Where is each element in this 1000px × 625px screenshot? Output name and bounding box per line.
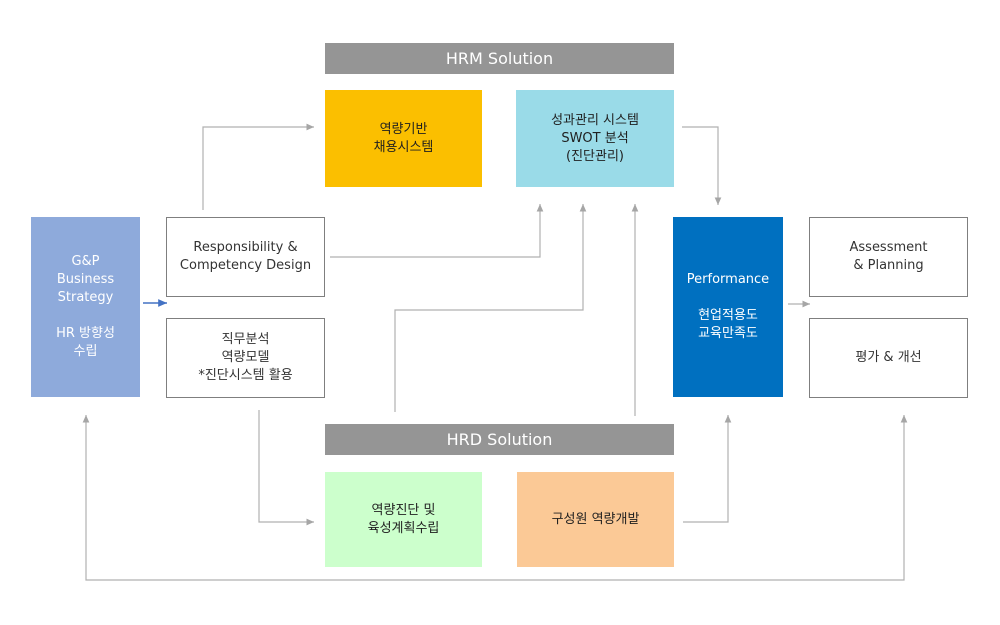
perf-mgmt-line-2: SWOT 분석 xyxy=(561,130,629,146)
job-analysis-box: 직무분석 역량모델 *진단시스템 활용 xyxy=(166,318,325,398)
development-line-1: 구성원 역량개발 xyxy=(551,511,640,527)
strategy-line-5: 수립 xyxy=(73,344,98,359)
strategy-line-1: G&P xyxy=(71,254,100,269)
performance-line-1: 현업적용도 xyxy=(698,308,758,323)
performance-line-2: 교육만족도 xyxy=(698,326,758,341)
performance-mgmt-box: 성과관리 시스템 SWOT 분석 (진단관리) xyxy=(516,90,674,187)
development-box: 구성원 역량개발 xyxy=(517,472,674,567)
arrow-hrd-to-performance-mgmt xyxy=(394,204,587,412)
arrow-design-to-hiring xyxy=(202,123,314,210)
hiring-line-1: 역량기반 xyxy=(379,121,428,137)
job-line-3: *진단시스템 활용 xyxy=(198,368,293,383)
evaluation-line-1: 평가 & 개선 xyxy=(855,350,922,365)
strategy-line-2: Business xyxy=(56,272,115,287)
arrow-design-to-performance-mgmt xyxy=(330,204,544,258)
hrm-title: HRM Solution xyxy=(445,49,554,68)
hrd-title: HRD Solution xyxy=(446,430,553,449)
strategy-line-4: HR 방향성 xyxy=(56,326,115,341)
strategy-box: G&P Business Strategy HR 방향성 수립 xyxy=(31,217,140,397)
arrow-development-to-performance xyxy=(683,415,732,523)
performance-title: Performance xyxy=(686,272,770,287)
diagnosis-line-1: 역량진단 및 xyxy=(371,502,436,518)
assessment-box: Assessment & Planning xyxy=(809,217,968,297)
design-line-2: Competency Design xyxy=(179,258,312,273)
evaluation-box: 평가 & 개선 xyxy=(809,318,968,398)
competency-hiring-box: 역량기반 채용시스템 xyxy=(325,90,482,187)
assessment-line-2: & Planning xyxy=(853,258,924,273)
arrow-job-to-diagnosis xyxy=(258,410,314,526)
design-box: Responsibility & Competency Design xyxy=(166,217,325,297)
diagnosis-box: 역량진단 및 육성계획수립 xyxy=(325,472,482,567)
performance-box: Performance 현업적용도 교육만족도 xyxy=(673,217,783,397)
design-line-1: Responsibility & xyxy=(193,240,298,255)
job-line-1: 직무분석 xyxy=(221,332,270,347)
diagnosis-line-2: 육성계획수립 xyxy=(367,520,440,536)
feedback-loop xyxy=(82,415,908,581)
hrd-banner: HRD Solution xyxy=(325,424,674,455)
assessment-line-1: Assessment xyxy=(849,240,928,255)
hiring-line-2: 채용시스템 xyxy=(373,139,434,155)
arrow-performance-mgmt-to-performance xyxy=(682,126,722,205)
perf-mgmt-line-1: 성과관리 시스템 xyxy=(551,112,639,128)
perf-mgmt-line-3: (진단관리) xyxy=(566,148,624,164)
job-line-2: 역량모델 xyxy=(221,350,270,365)
strategy-line-3: Strategy xyxy=(57,290,114,305)
hrm-banner: HRM Solution xyxy=(325,43,674,74)
